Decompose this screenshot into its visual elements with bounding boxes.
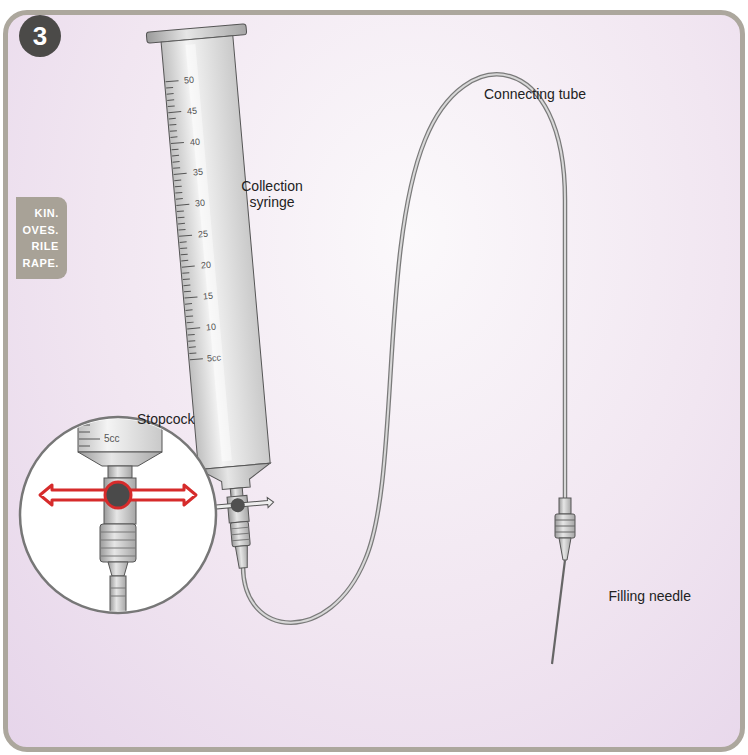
connecting-tube <box>243 74 565 622</box>
scale-tick <box>177 217 184 219</box>
scale-number: 35 <box>192 167 203 178</box>
scale-tick <box>174 173 187 174</box>
tube-highlight <box>243 74 565 622</box>
scale-tick <box>185 303 192 305</box>
scale-tick <box>172 149 179 151</box>
scale-tick <box>188 334 195 336</box>
scale-tick <box>187 322 194 324</box>
scale-tick <box>172 155 179 157</box>
scale-tick <box>179 235 192 236</box>
scale-tick <box>166 81 179 82</box>
scale-number: 20 <box>200 260 211 271</box>
step-number-text: 3 <box>33 21 47 52</box>
scale-tick <box>170 136 177 138</box>
scale-tick <box>177 210 184 212</box>
scale-tick <box>169 124 176 126</box>
scale-tick <box>79 439 100 440</box>
scale-number: 5cc <box>206 352 221 364</box>
scale-tick <box>167 93 174 95</box>
scale-tick <box>190 359 203 360</box>
instruction-text: KIN. OVES. RILE RAPE. <box>22 205 59 271</box>
scale-number: 5cc <box>104 433 120 445</box>
scale-tick <box>79 404 90 405</box>
scale-tick <box>79 446 90 447</box>
scale-tick <box>176 204 189 205</box>
scale-number: 25 <box>198 229 209 240</box>
scale-tick <box>176 198 183 200</box>
scale-number: 50 <box>184 74 195 85</box>
scale-tick <box>187 328 200 329</box>
scale-tick <box>173 167 180 169</box>
scale-number: 40 <box>189 136 200 147</box>
scale-tick <box>166 87 173 89</box>
stopcock-closeup <box>40 400 196 616</box>
filling-needle <box>552 498 575 664</box>
scale-tick <box>79 411 90 412</box>
scale-tick <box>79 432 90 433</box>
scale-tick <box>186 309 193 311</box>
scale-tick <box>180 241 187 243</box>
scale-tick <box>171 142 184 143</box>
scale-tick <box>79 418 90 419</box>
scale-tick <box>189 346 196 348</box>
step-number: 3 <box>19 15 61 57</box>
scale-tick <box>168 105 175 107</box>
scale-tick <box>189 353 196 355</box>
instruction-tab: KIN. OVES. RILE RAPE. <box>16 197 67 279</box>
scale-tick <box>179 229 186 231</box>
scale-tick <box>181 254 188 256</box>
scale-tick <box>188 340 195 342</box>
scale-tick <box>178 223 185 225</box>
scale-tick <box>173 161 180 163</box>
panel-background <box>3 10 745 752</box>
scale-number: 45 <box>187 105 198 116</box>
scale-tick <box>170 130 177 132</box>
part-label: Connecting tube <box>484 86 586 102</box>
scale-tick <box>167 99 174 101</box>
scale-tick <box>182 272 189 274</box>
scale-tick <box>182 266 195 267</box>
scale-number: 30 <box>195 198 206 209</box>
scale-tick <box>184 297 197 298</box>
scale-tick <box>184 291 191 293</box>
scale-tick <box>174 180 181 182</box>
scale-tick <box>175 192 182 194</box>
part-label: Collection syringe <box>230 178 314 210</box>
scale-tick <box>180 248 187 250</box>
part-label: Stopcock <box>137 411 195 427</box>
scale-tick <box>183 278 190 280</box>
scale-tick <box>175 186 182 188</box>
scale-number: 15 <box>203 291 214 302</box>
scale-tick <box>169 118 176 120</box>
part-label: Filling needle <box>609 588 692 604</box>
scale-tick <box>183 285 190 287</box>
scale-tick <box>79 425 90 426</box>
scale-tick <box>186 315 193 317</box>
scale-number: 10 <box>206 321 217 332</box>
scale-tick <box>168 112 181 113</box>
scale-tick <box>181 260 188 262</box>
